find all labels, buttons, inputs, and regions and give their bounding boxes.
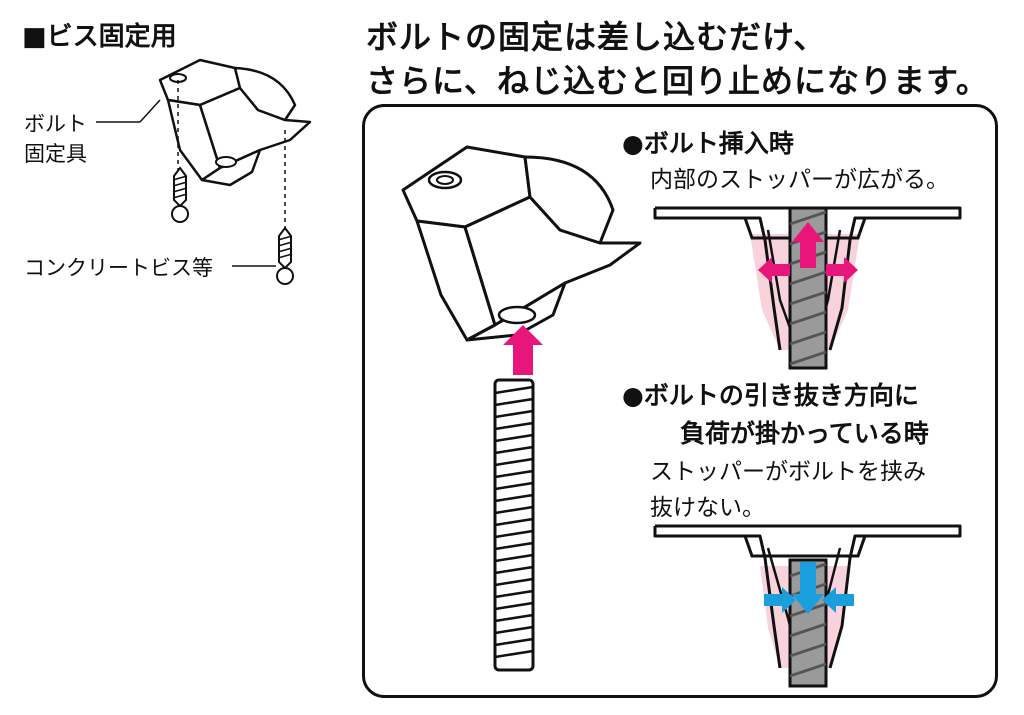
insert-state-title: ●ボルト挿入時 [622,129,794,158]
section-title: ■ビス固定用 [22,22,177,52]
headline-line-2: さらに、ねじ込むと回り止めになります。 [366,62,989,100]
pull-cross-section [653,524,962,688]
pull-state-desc-line-2: 抜けない。 [650,495,765,521]
headline-line-1: ボルトの固定は差し込むだけ、 [366,18,827,56]
small-fixture-illustration [158,58,312,285]
pull-state-desc-line-1: ストッパーがボルトを挟み [650,459,926,485]
insert-cross-section [653,206,962,370]
large-fixture-with-bolt [401,145,642,672]
fixture-label-line-1: ボルト [24,112,87,136]
pull-state-title-line-2: 負荷が掛かっている時 [680,419,929,448]
leader-lines [96,99,276,267]
fixture-label-line-2: 固定具 [24,142,87,166]
explanation-panel [362,104,998,698]
screw-label: コンクリートビス等 [24,256,213,280]
insert-state-desc: 内部のストッパーが広がる。 [650,167,949,193]
pull-state-title-line-1: ●ボルトの引き抜き方向に [622,381,919,410]
